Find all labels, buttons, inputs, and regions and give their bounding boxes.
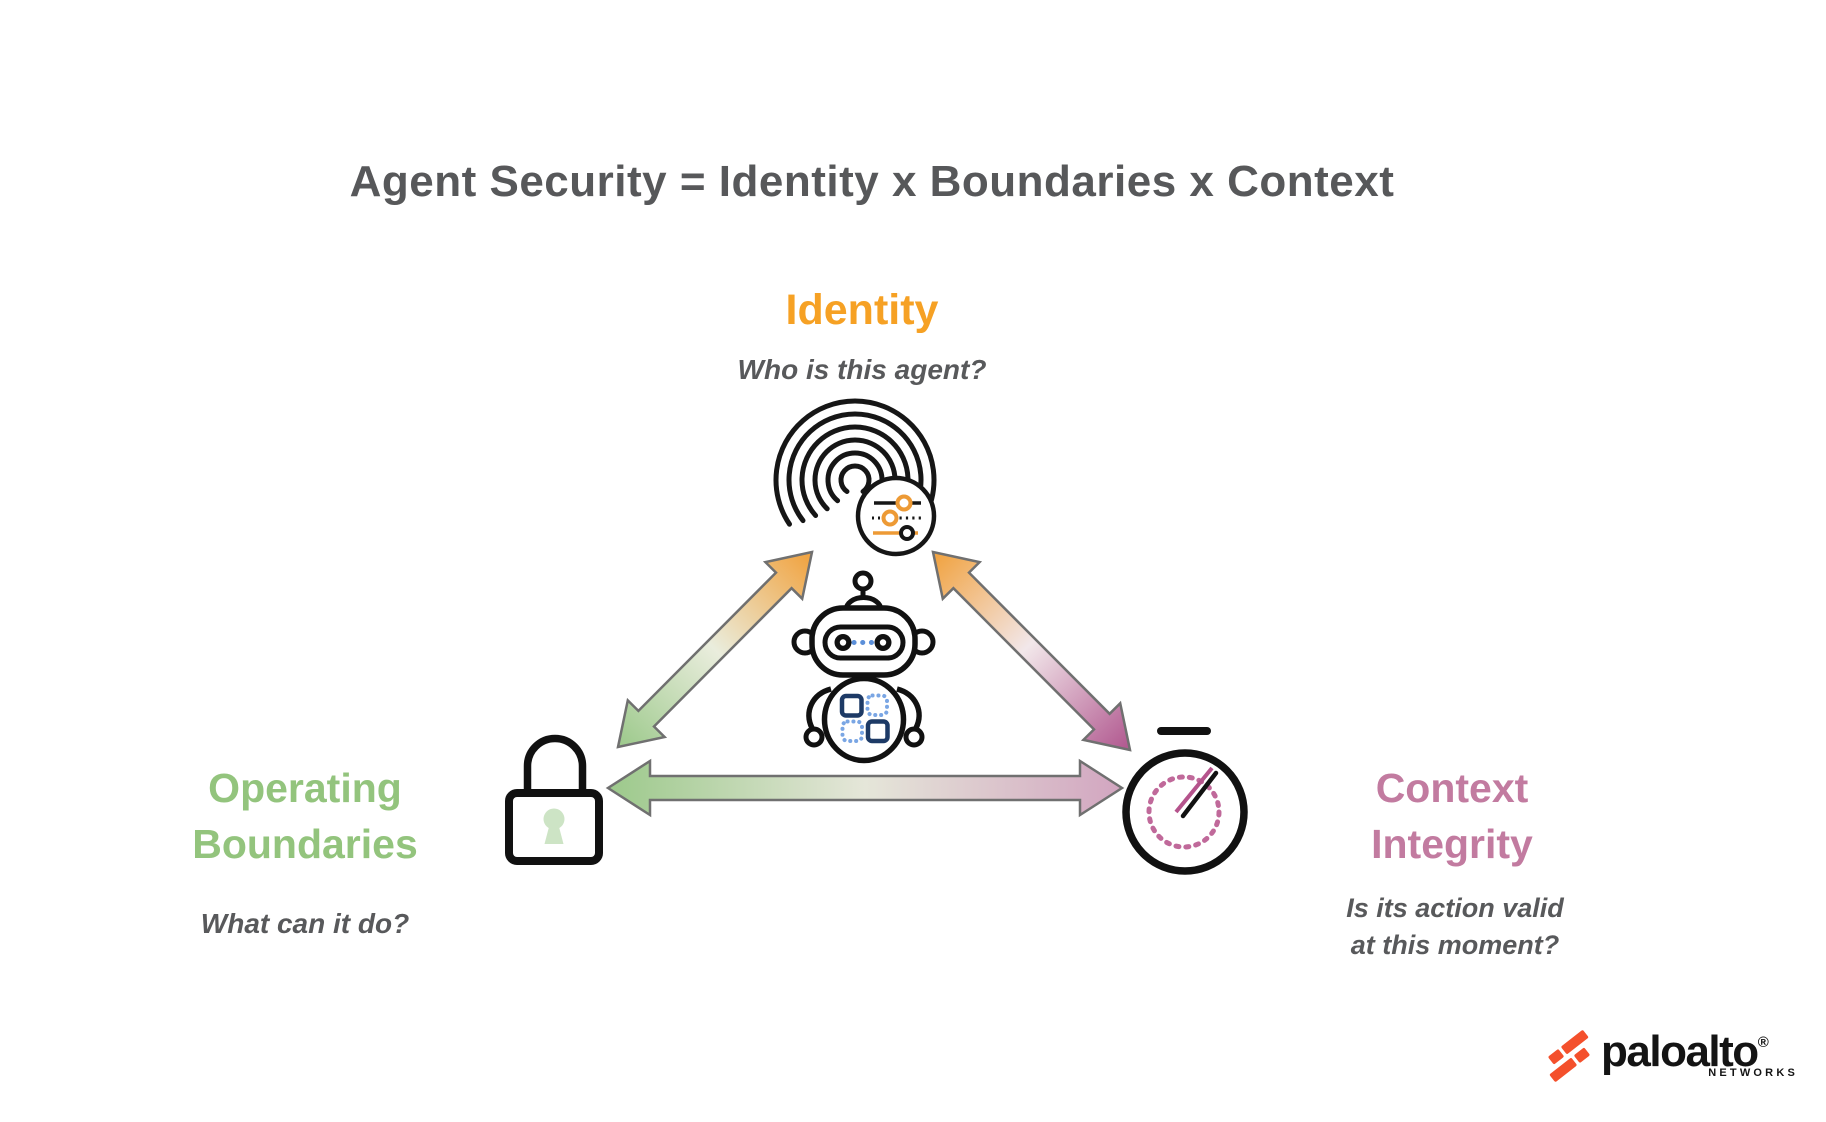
paloalto-logo-wordmark: paloalto®: [1601, 1030, 1801, 1074]
arrow-identity-boundaries: [616, 550, 814, 749]
robot-agent-icon: [791, 570, 936, 764]
operating-boundaries-label-line2: Boundaries: [192, 821, 418, 868]
paloalto-logo: paloalto® NETWORKS: [1601, 1030, 1801, 1080]
identity-label: Identity: [785, 286, 939, 334]
paloalto-logo-icon: [1548, 1030, 1590, 1082]
paloalto-logo-subtext: NETWORKS: [1708, 1067, 1798, 1079]
paloalto-logo-text: paloalto: [1601, 1027, 1759, 1076]
context-integrity-label-line1: Context: [1375, 765, 1529, 811]
arrow-identity-context: [931, 550, 1132, 752]
identity-question: Who is this agent?: [737, 354, 987, 385]
padlock-icon: [505, 734, 603, 865]
context-integrity-label: Context Integrity: [1152, 760, 1752, 872]
context-integrity-question: Is its action valid at this moment?: [1205, 890, 1705, 965]
operating-boundaries-label-line1: Operating: [208, 765, 402, 811]
stopwatch-icon: [1122, 727, 1248, 875]
context-integrity-label-line2: Integrity: [1371, 821, 1533, 868]
context-integrity-question-line1: Is its action valid: [1346, 893, 1564, 923]
operating-boundaries-question: What can it do?: [200, 908, 410, 939]
operating-boundaries-label: Operating Boundaries: [5, 760, 605, 872]
settings-sliders-badge-icon: [855, 475, 937, 557]
slide-title: Agent Security = Identity x Boundaries x…: [349, 157, 1395, 206]
registered-trademark-symbol: ®: [1757, 1034, 1769, 1051]
context-integrity-question-line2: at this moment?: [1350, 930, 1560, 961]
arrow-boundaries-context: [605, 758, 1125, 818]
